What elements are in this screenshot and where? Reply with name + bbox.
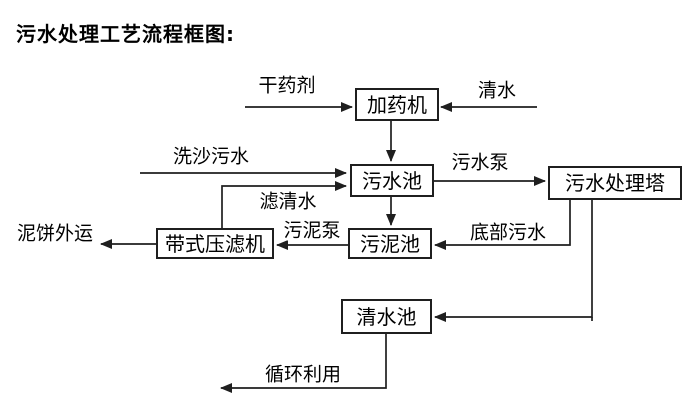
edge-label-clean-water: 清水	[477, 79, 517, 102]
node-sewage-pool: 污水池	[350, 164, 434, 197]
edge-label-mud-cake-outbound: 泥饼外运	[16, 222, 94, 245]
arrow-bottom-sewage-tower-to-sludge-pool	[434, 200, 571, 250]
node-sludge-pool-label: 污泥池	[360, 231, 420, 256]
node-sewage-treatment-tower: 污水处理塔	[548, 166, 682, 200]
node-belt-filter-press: 带式压滤机	[156, 228, 274, 259]
edge-label-sludge-pump: 污泥泵	[283, 219, 341, 242]
edge-label-dry-chemical: 干药剂	[258, 74, 316, 97]
node-belt-filter-press-label: 带式压滤机	[165, 231, 265, 256]
node-dosing-machine-label: 加药机	[367, 92, 427, 117]
edge-label-bottom-sewage: 底部污水	[469, 221, 547, 244]
node-sewage-pool-label: 污水池	[362, 168, 422, 193]
arrow-clean-water-pool-to-recycle	[220, 333, 387, 393]
edge-label-sewage-pump: 污水泵	[451, 151, 509, 174]
arrow-tower-to-clean-water-pool	[434, 200, 593, 322]
node-dosing-machine: 加药机	[355, 88, 439, 121]
node-sludge-pool: 污泥池	[348, 228, 432, 259]
edge-label-sand-washing-sewage: 洗沙污水	[172, 145, 250, 168]
arrow-filtered-water-press-to-sewage-pool	[221, 181, 347, 228]
edge-label-recycle-use: 循环利用	[264, 363, 342, 386]
node-clean-water-pool-label: 清水池	[356, 304, 417, 329]
node-sewage-treatment-tower-label: 污水处理塔	[565, 171, 665, 195]
page-title: 污水处理工艺流程框图:	[16, 22, 235, 46]
edge-label-filtered-water: 滤清水	[259, 190, 317, 213]
node-clean-water-pool: 清水池	[341, 299, 432, 334]
